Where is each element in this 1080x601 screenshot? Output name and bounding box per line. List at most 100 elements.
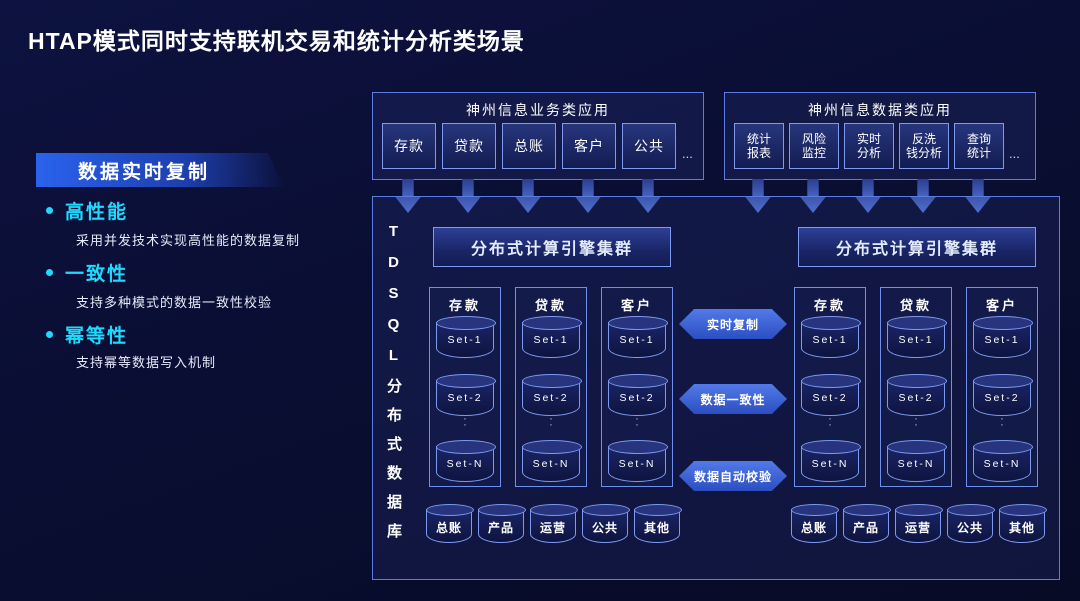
db-group-label: 贷款 xyxy=(899,298,932,313)
set-label: Set-2 xyxy=(898,392,934,404)
realtime-replication-arrow: 实时复制 xyxy=(679,309,787,339)
db-group-label: 客户 xyxy=(985,298,1018,313)
tdsql-vertical-label: TDSQL分布式数据库 xyxy=(385,223,402,552)
database-cylinder-small: 产品 xyxy=(843,504,891,543)
database-cylinder-small: 公共 xyxy=(947,504,995,543)
bullet-dot-icon xyxy=(46,207,53,214)
bullet-heading-label: 幂等性 xyxy=(65,326,129,347)
database-cylinder: Set-N xyxy=(801,440,861,482)
bullet-heading-label: 一致性 xyxy=(65,264,129,285)
data-consistency-arrow: 数据一致性 xyxy=(679,384,787,414)
database-cylinder: Set-2 xyxy=(522,374,582,416)
db-group-customer-left: 客户 Set-1 Set-2 · · Set-N xyxy=(601,287,673,487)
set-label: Set-2 xyxy=(812,392,848,404)
db-group-customer-right: 客户 Set-1 Set-2 · · Set-N xyxy=(966,287,1038,487)
db-group-loan-right: 贷款 Set-1 Set-2 · · Set-N xyxy=(880,287,952,487)
database-cylinder-small: 总账 xyxy=(791,504,839,543)
business-apps-title: 神州信息业务类应用 xyxy=(466,102,610,118)
business-apps-row: 存款 贷款 总账 客户 公共 ... xyxy=(382,123,698,169)
app-items-ellipsis: ... xyxy=(1009,146,1020,161)
database-cylinder: Set-1 xyxy=(973,316,1033,358)
small-db-label: 运营 xyxy=(904,521,931,535)
data-apps-box: 神州信息数据类应用 统计 报表 风险 监控 实时 分析 反洗 钱分析 查询 统计… xyxy=(724,92,1036,180)
app-item-ledger: 总账 xyxy=(502,123,556,169)
set-label: Set-2 xyxy=(619,392,655,404)
app-item-query: 查询 统计 xyxy=(954,123,1004,169)
set-label: Set-1 xyxy=(619,334,655,346)
db-group-label: 存款 xyxy=(448,298,481,313)
compute-engine-cluster-right: 分布式计算引擎集群 xyxy=(798,227,1036,267)
database-cylinder: Set-N xyxy=(522,440,582,482)
bullet-heading-idempotency: 幂等性 xyxy=(46,321,128,348)
database-cylinder: Set-N xyxy=(887,440,947,482)
bullet-heading-label: 高性能 xyxy=(65,202,129,223)
small-db-label: 产品 xyxy=(852,521,879,535)
vertical-dots: · · xyxy=(914,413,918,431)
app-item-report: 统计 报表 xyxy=(734,123,784,169)
small-db-label: 公共 xyxy=(956,521,983,535)
small-db-label: 产品 xyxy=(487,521,514,535)
bullet-dot-icon xyxy=(46,269,53,276)
vertical-dots: · · xyxy=(635,413,639,431)
database-cylinder: Set-2 xyxy=(801,374,861,416)
link-label: 实时复制 xyxy=(706,317,759,332)
set-label: Set-N xyxy=(618,458,656,470)
bullet-desc-idempotency: 支持幂等数据写入机制 xyxy=(76,355,217,370)
set-label: Set-N xyxy=(897,458,935,470)
database-cylinder-small: 公共 xyxy=(582,504,630,543)
small-db-label: 其他 xyxy=(1008,521,1035,535)
database-cylinder: Set-2 xyxy=(973,374,1033,416)
set-label: Set-N xyxy=(983,458,1021,470)
small-db-label: 运营 xyxy=(539,521,566,535)
set-label: Set-2 xyxy=(984,392,1020,404)
app-item-deposit: 存款 xyxy=(382,123,436,169)
database-cylinder: Set-2 xyxy=(608,374,668,416)
db-group-label: 贷款 xyxy=(534,298,567,313)
db-group-deposit-right: 存款 Set-1 Set-2 · · Set-N xyxy=(794,287,866,487)
database-cylinder-small: 其他 xyxy=(999,504,1047,543)
data-apps-title: 神州信息数据类应用 xyxy=(808,102,952,118)
business-apps-box: 神州信息业务类应用 存款 贷款 总账 客户 公共 ... xyxy=(372,92,704,180)
set-label: Set-1 xyxy=(447,334,483,346)
database-cylinder: Set-1 xyxy=(801,316,861,358)
app-item-aml: 反洗 钱分析 xyxy=(899,123,949,169)
set-label: Set-1 xyxy=(812,334,848,346)
set-label: Set-N xyxy=(532,458,570,470)
database-cylinder: Set-N xyxy=(973,440,1033,482)
small-db-label: 公共 xyxy=(591,521,618,535)
database-cylinder: Set-N xyxy=(608,440,668,482)
data-apps-row: 统计 报表 风险 监控 实时 分析 反洗 钱分析 查询 统计 ... xyxy=(734,123,1025,169)
bullet-dot-icon xyxy=(46,331,53,338)
set-label: Set-N xyxy=(446,458,484,470)
bullet-desc-performance: 采用并发技术实现高性能的数据复制 xyxy=(76,233,301,248)
vertical-dots: · · xyxy=(1000,413,1004,431)
app-item-public: 公共 xyxy=(622,123,676,169)
set-label: Set-2 xyxy=(533,392,569,404)
small-db-label: 其他 xyxy=(643,521,670,535)
small-db-label: 总账 xyxy=(800,521,827,535)
database-cylinder: Set-2 xyxy=(887,374,947,416)
database-cylinder: Set-N xyxy=(436,440,496,482)
db-group-label: 存款 xyxy=(813,298,846,313)
app-item-customer: 客户 xyxy=(562,123,616,169)
page-title: HTAP模式同时支持联机交易和统计分析类场景 xyxy=(28,28,525,54)
vertical-dots: · · xyxy=(828,413,832,431)
link-label: 数据一致性 xyxy=(700,392,766,407)
database-cylinder-small: 产品 xyxy=(478,504,526,543)
section-banner: 数据实时复制 xyxy=(36,153,284,187)
db-group-loan-left: 贷款 Set-1 Set-2 · · Set-N xyxy=(515,287,587,487)
set-label: Set-1 xyxy=(533,334,569,346)
small-db-label: 总账 xyxy=(435,521,462,535)
database-cylinder: Set-1 xyxy=(887,316,947,358)
set-label: Set-N xyxy=(811,458,849,470)
database-cylinder: Set-1 xyxy=(608,316,668,358)
app-item-loan: 贷款 xyxy=(442,123,496,169)
banner-label: 数据实时复制 xyxy=(78,161,211,183)
vertical-dots: · · xyxy=(463,413,467,431)
auto-validation-arrow: 数据自动校验 xyxy=(679,461,787,491)
compute-engine-cluster-left: 分布式计算引擎集群 xyxy=(433,227,671,267)
set-label: Set-1 xyxy=(984,334,1020,346)
link-label: 数据自动校验 xyxy=(693,469,772,484)
database-cylinder-small: 其他 xyxy=(634,504,682,543)
